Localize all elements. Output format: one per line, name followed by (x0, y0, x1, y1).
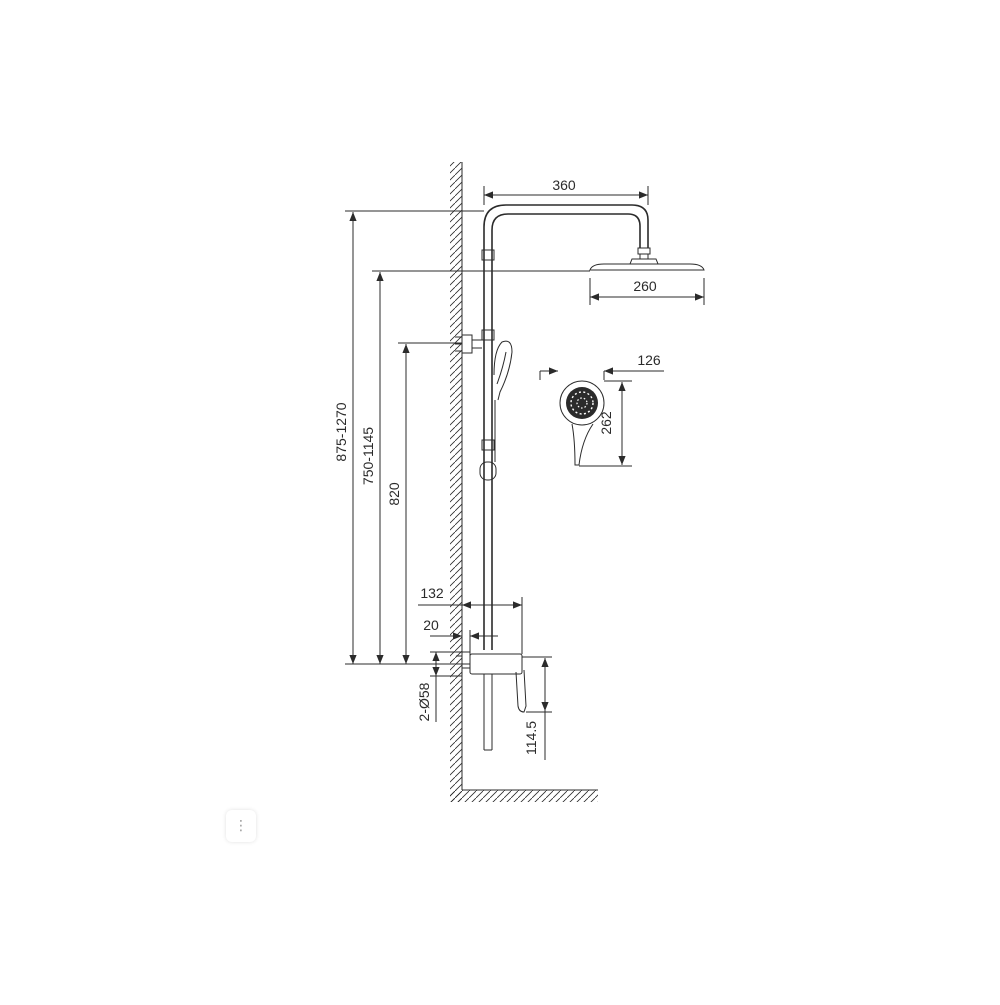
hand-shower-mounted (493, 340, 513, 401)
extension-lines (345, 186, 705, 713)
label-head-height: 750-1145 (360, 427, 376, 485)
floor (450, 789, 598, 802)
slider (479, 461, 497, 481)
label-holder-height: 820 (386, 482, 402, 506)
label-hand-shower-width: 126 (637, 352, 661, 368)
dimension-lines (349, 191, 704, 760)
label-arm-length: 360 (552, 177, 576, 193)
label-mixer-projection: 132 (420, 585, 444, 601)
more-options-icon[interactable]: ⋮ (226, 810, 256, 842)
dimension-labels: 875-1270 750-1145 820 360 260 126 262 13… (333, 177, 661, 755)
label-overall-height: 875-1270 (333, 402, 349, 461)
wall-holder (455, 334, 482, 354)
head-shower (589, 247, 705, 271)
hand-shower-detail (559, 380, 605, 466)
riser-rail (481, 204, 649, 650)
mixer (456, 651, 527, 751)
label-hand-shower-height: 262 (598, 411, 614, 435)
label-inlet-connections: 2-Ø58 (416, 682, 432, 721)
wall (450, 162, 463, 802)
label-mixer-height: 114.5 (523, 721, 539, 755)
label-wall-offset: 20 (423, 617, 439, 633)
label-head-diameter: 260 (633, 278, 657, 294)
